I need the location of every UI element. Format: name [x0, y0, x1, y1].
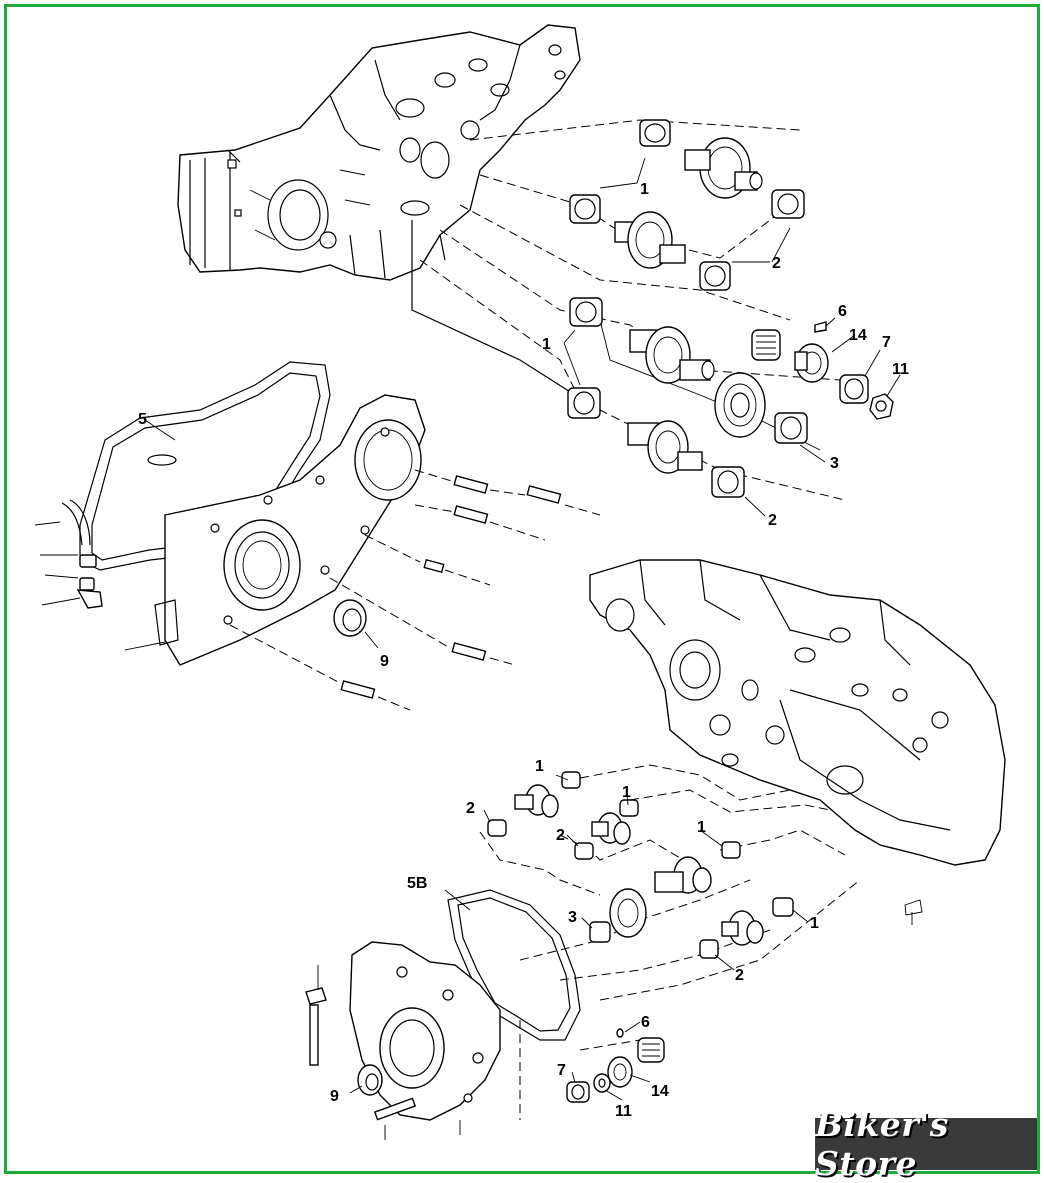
cam-gear-5: [514, 784, 559, 818]
key-6b: [616, 1028, 624, 1038]
callout-6-bottom: 6: [641, 1014, 650, 1031]
upper-gear-cover-assembly: [34, 361, 601, 711]
callout-1-top-a: 1: [640, 181, 649, 198]
cam-gear-2: [614, 211, 686, 269]
bushing-2f: [699, 939, 719, 959]
idler-gear-bottom: [609, 888, 647, 938]
diagram-frame: [4, 4, 1040, 1174]
cam-gear-4: [627, 420, 703, 474]
callout-11-bottom: 11: [615, 1103, 632, 1120]
bushing-1g: [721, 841, 741, 859]
callout-14-top: 14: [849, 327, 867, 344]
callout-1-bottom-d: 1: [810, 915, 819, 932]
bushing-1b: [569, 194, 601, 224]
spacer-7b: [566, 1081, 590, 1103]
bushing-1f: [619, 799, 639, 817]
watermark-text: Biker's Store: [815, 1105, 949, 1183]
callout-5: 5: [138, 411, 147, 428]
pinion-14: [794, 343, 829, 383]
seal-9: [333, 599, 367, 637]
callout-11-top: 11: [892, 361, 909, 378]
callout-2-top-b: 2: [768, 512, 777, 529]
bushing-3b: [589, 921, 611, 943]
callout-2-bottom-c: 2: [735, 967, 744, 984]
cam-gear-6: [591, 812, 631, 845]
callout-7-bottom: 7: [557, 1062, 566, 1079]
worm-gear-bottom: [637, 1037, 665, 1063]
cam-gear-3: [629, 326, 715, 384]
bushing-2c: [711, 466, 745, 498]
bushing-3: [774, 412, 808, 444]
bushing-1a: [639, 119, 671, 147]
key-6: [814, 321, 827, 333]
callout-6-top: 6: [838, 303, 847, 320]
bushing-2b: [699, 261, 731, 291]
worm-gear-top: [751, 329, 781, 361]
callout-1-bottom-b: 1: [622, 784, 631, 801]
seal-9b: [357, 1064, 383, 1096]
callout-2-bottom-b: 2: [556, 827, 565, 844]
bushing-2a: [771, 189, 805, 219]
callout-5b: 5B: [407, 875, 427, 892]
spacer-7: [839, 374, 869, 404]
upper-crankcase: [177, 24, 581, 281]
callout-2-top-a: 2: [772, 255, 781, 272]
idler-gear: [714, 372, 766, 438]
bushing-1e: [561, 771, 581, 789]
bottom-cam-parts: [444, 771, 809, 1103]
callout-1-top-b: 1: [542, 336, 551, 353]
callout-9-bottom: 9: [330, 1088, 339, 1105]
bottom-assembly-lines: [479, 764, 861, 1120]
bushing-1d: [567, 387, 601, 419]
pinion-14b: [607, 1056, 633, 1088]
callout-7-top: 7: [882, 334, 891, 351]
cam-gear-8: [721, 910, 764, 946]
lower-crankcase: [589, 559, 1006, 925]
nut-11: [869, 393, 894, 420]
bushing-2d: [487, 819, 507, 837]
callout-14-bottom: 14: [651, 1083, 669, 1100]
cover-bolts: [340, 475, 562, 699]
callout-3-top: 3: [830, 455, 839, 472]
bikers-store-watermark: Biker's Store: [815, 1105, 1037, 1183]
bushing-1h: [772, 897, 794, 917]
callout-3-bottom: 3: [568, 909, 577, 926]
callout-9-top: 9: [380, 653, 389, 670]
callout-labels: 1 2 6 14 7 11 1 3 2 5 9 1 2 1 2 1 3 1 2 …: [138, 181, 909, 1120]
top-cam-parts: [563, 119, 901, 517]
lower-gear-cover-assembly: [305, 889, 581, 1140]
cam-gear-7: [654, 856, 712, 894]
bushing-1c: [569, 297, 603, 327]
cam-gear-1: [684, 137, 763, 199]
nut-11b: [593, 1073, 611, 1093]
callout-2-bottom-a: 2: [466, 800, 475, 817]
bushing-2e: [574, 842, 594, 860]
callout-1-bottom-a: 1: [535, 758, 544, 775]
callout-1-bottom-c: 1: [697, 819, 706, 836]
